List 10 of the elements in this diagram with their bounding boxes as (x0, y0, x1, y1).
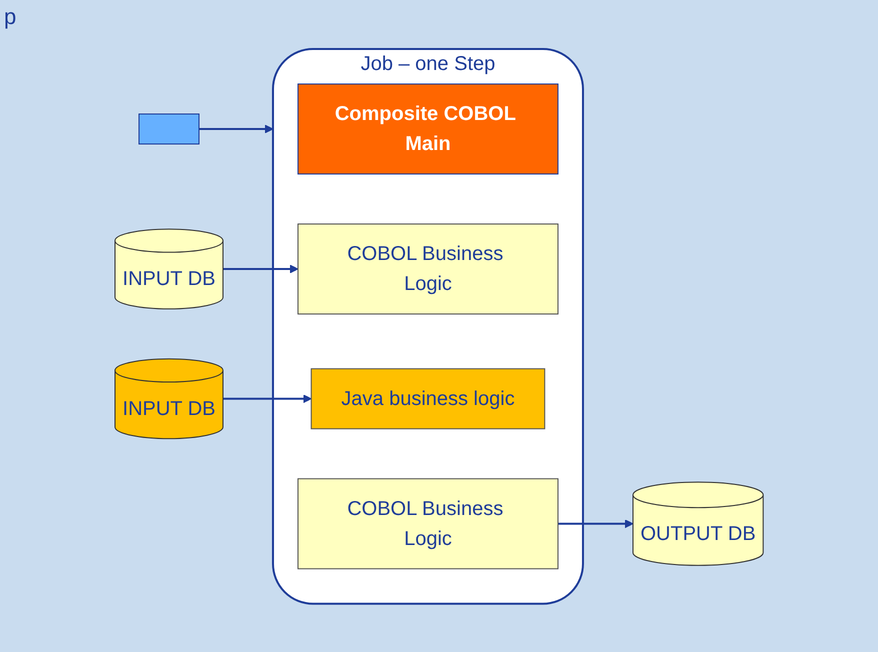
node-box: COBOL Business Logic (297, 478, 558, 569)
arrow (222, 264, 298, 274)
node-box: Java business logic (310, 368, 546, 429)
arrow (222, 394, 312, 403)
node-box: COBOL Business Logic (297, 223, 558, 314)
node-box (138, 113, 200, 144)
arrow (198, 124, 274, 134)
arrow (558, 518, 634, 528)
node-box: Composite COBOL Main (297, 83, 558, 174)
note-text: p (4, 4, 16, 30)
